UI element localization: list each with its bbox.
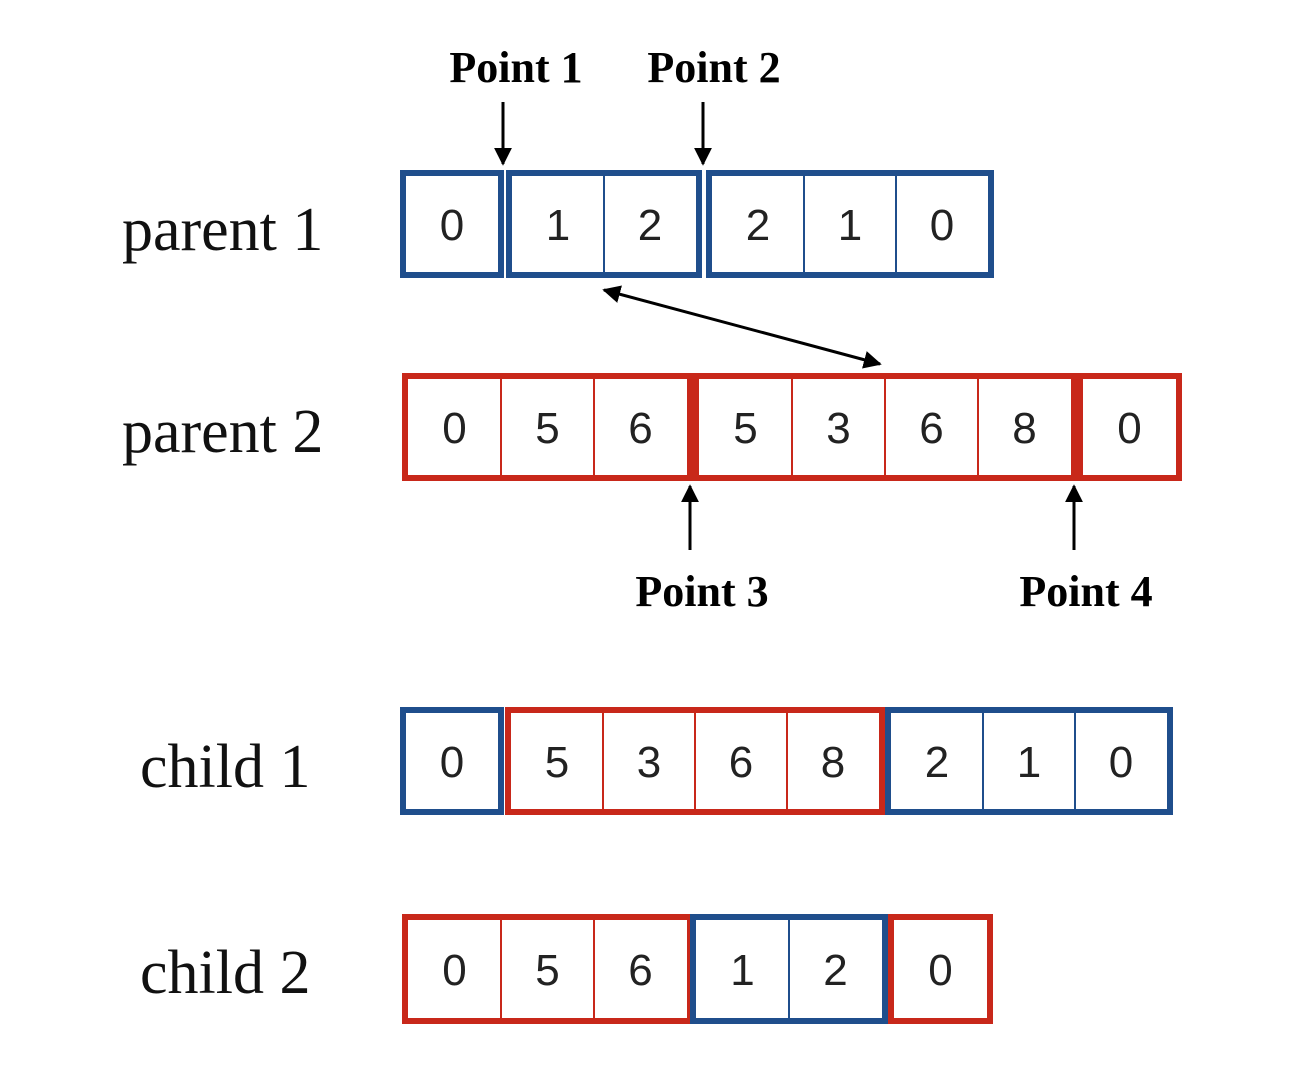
point-1-label: Point 1 xyxy=(449,43,582,92)
segment-outline xyxy=(400,170,504,278)
gene-cell-value: 2 xyxy=(746,201,770,250)
gene-cell-value: 1 xyxy=(838,201,862,250)
point-2-label: Point 2 xyxy=(647,43,780,92)
segment: 0 xyxy=(400,170,504,278)
gene-cell-value: 0 xyxy=(440,201,464,250)
gene-cell-value: 1 xyxy=(546,201,570,250)
gene-cell-value: 5 xyxy=(535,946,559,995)
gene-cell-value: 1 xyxy=(730,946,754,995)
segment: 2 1 0 xyxy=(706,170,994,278)
row-label-parent-2: parent 2 xyxy=(122,398,323,466)
segment-outline xyxy=(888,914,993,1024)
gene-cell-value: 2 xyxy=(638,201,662,250)
gene-cell-value: 3 xyxy=(637,738,661,787)
gene-cell-value: 0 xyxy=(440,738,464,787)
gene-cell-value: 3 xyxy=(826,404,850,453)
gene-cell-value: 5 xyxy=(535,404,559,453)
gene-cell-value: 1 xyxy=(1017,738,1041,787)
gene-cell-value: 6 xyxy=(628,404,652,453)
segment: 0 5 6 xyxy=(402,373,693,481)
gene-cell-value: 2 xyxy=(823,946,847,995)
segment-outline xyxy=(885,707,1173,815)
gene-cell-value: 0 xyxy=(930,201,954,250)
gene-cell-value: 0 xyxy=(928,946,952,995)
gene-cell-value: 8 xyxy=(821,738,845,787)
segment-outline xyxy=(400,707,504,815)
gene-cell-value: 0 xyxy=(1109,738,1133,787)
gene-cell-value: 6 xyxy=(628,946,652,995)
row-label-parent-1: parent 1 xyxy=(122,196,323,264)
gene-cell-value: 0 xyxy=(1117,404,1141,453)
swap-double-arrow xyxy=(602,285,882,369)
row-child-1: 0 5 3 6 8 2 1 0 xyxy=(400,707,1173,815)
segment: 5 3 6 8 xyxy=(693,373,1077,481)
gene-cell-value: 2 xyxy=(925,738,949,787)
gene-cell-value: 5 xyxy=(733,404,757,453)
row-label-child-2: child 2 xyxy=(140,939,310,1007)
gene-cell-value: 8 xyxy=(1012,404,1036,453)
gene-cell-value: 0 xyxy=(442,946,466,995)
gene-cell-value: 0 xyxy=(442,404,466,453)
segment: 0 xyxy=(400,707,504,815)
segment-outline xyxy=(402,373,693,481)
segment: 0 xyxy=(1077,373,1182,481)
segment: 2 1 0 xyxy=(885,707,1173,815)
gene-cell-value: 6 xyxy=(729,738,753,787)
gene-cell-value: 5 xyxy=(545,738,569,787)
gene-cell-value: 6 xyxy=(919,404,943,453)
segment-outline xyxy=(402,914,693,1024)
segment-outline xyxy=(1077,373,1182,481)
point-3-label: Point 3 xyxy=(635,567,768,616)
row-label-child-1: child 1 xyxy=(140,733,310,801)
row-parent-2: 0 5 6 5 3 6 8 0 xyxy=(402,373,1182,481)
segment-outline xyxy=(706,170,994,278)
point-4-label: Point 4 xyxy=(1019,567,1152,616)
segment: 5 3 6 8 xyxy=(505,707,885,815)
segment: 0 5 6 xyxy=(402,914,693,1024)
segment: 0 xyxy=(888,914,993,1024)
